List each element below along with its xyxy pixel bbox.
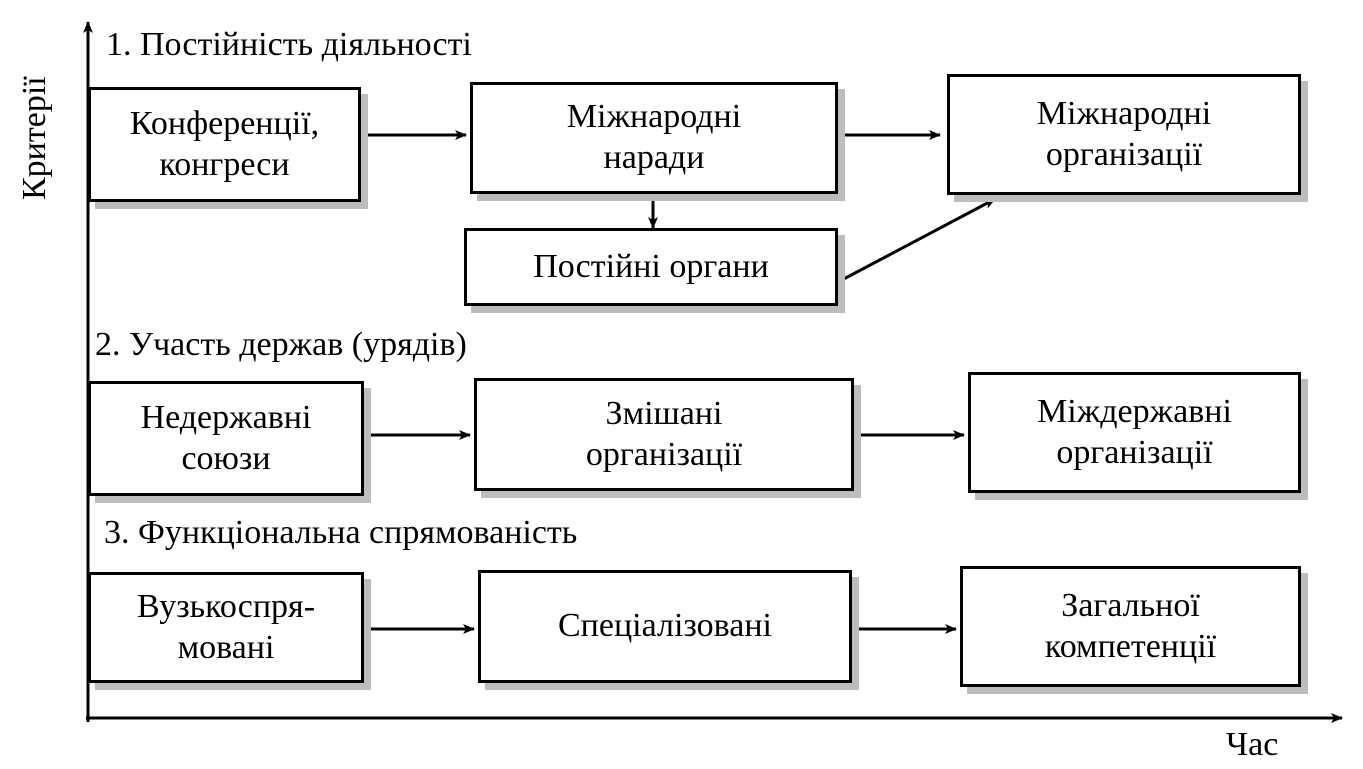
box-international-organizations: Міжнародні організації (947, 74, 1301, 195)
section-title-permanence: 1. Постійність діяльності (106, 26, 472, 63)
box-narrowly-focused: Вузькоспря- мовані (88, 572, 364, 683)
box-conferences-congresses: Конференції, конгреси (88, 87, 361, 202)
y-axis-label: Критерії (16, 76, 53, 200)
box-international-meetings: Міжнародні наради (470, 82, 838, 194)
section-title-functional-orientation: 3. Функціональна спрямованість (104, 514, 578, 551)
box-intergovernmental-organizations: Міждержавні організації (968, 372, 1301, 493)
section-title-state-participation: 2. Участь держав (урядів) (95, 326, 467, 363)
box-permanent-bodies: Постійні органи (464, 228, 838, 306)
box-mixed-organizations: Змішані організації (474, 378, 854, 491)
arrow-permanent-to-orgs (837, 197, 996, 284)
box-nongovernmental-unions: Недержавні союзи (88, 381, 364, 496)
box-general-competence: Загальної компетенції (960, 566, 1301, 687)
box-specialized: Спеціалізовані (478, 570, 852, 683)
x-axis-label: Час (1226, 726, 1279, 763)
